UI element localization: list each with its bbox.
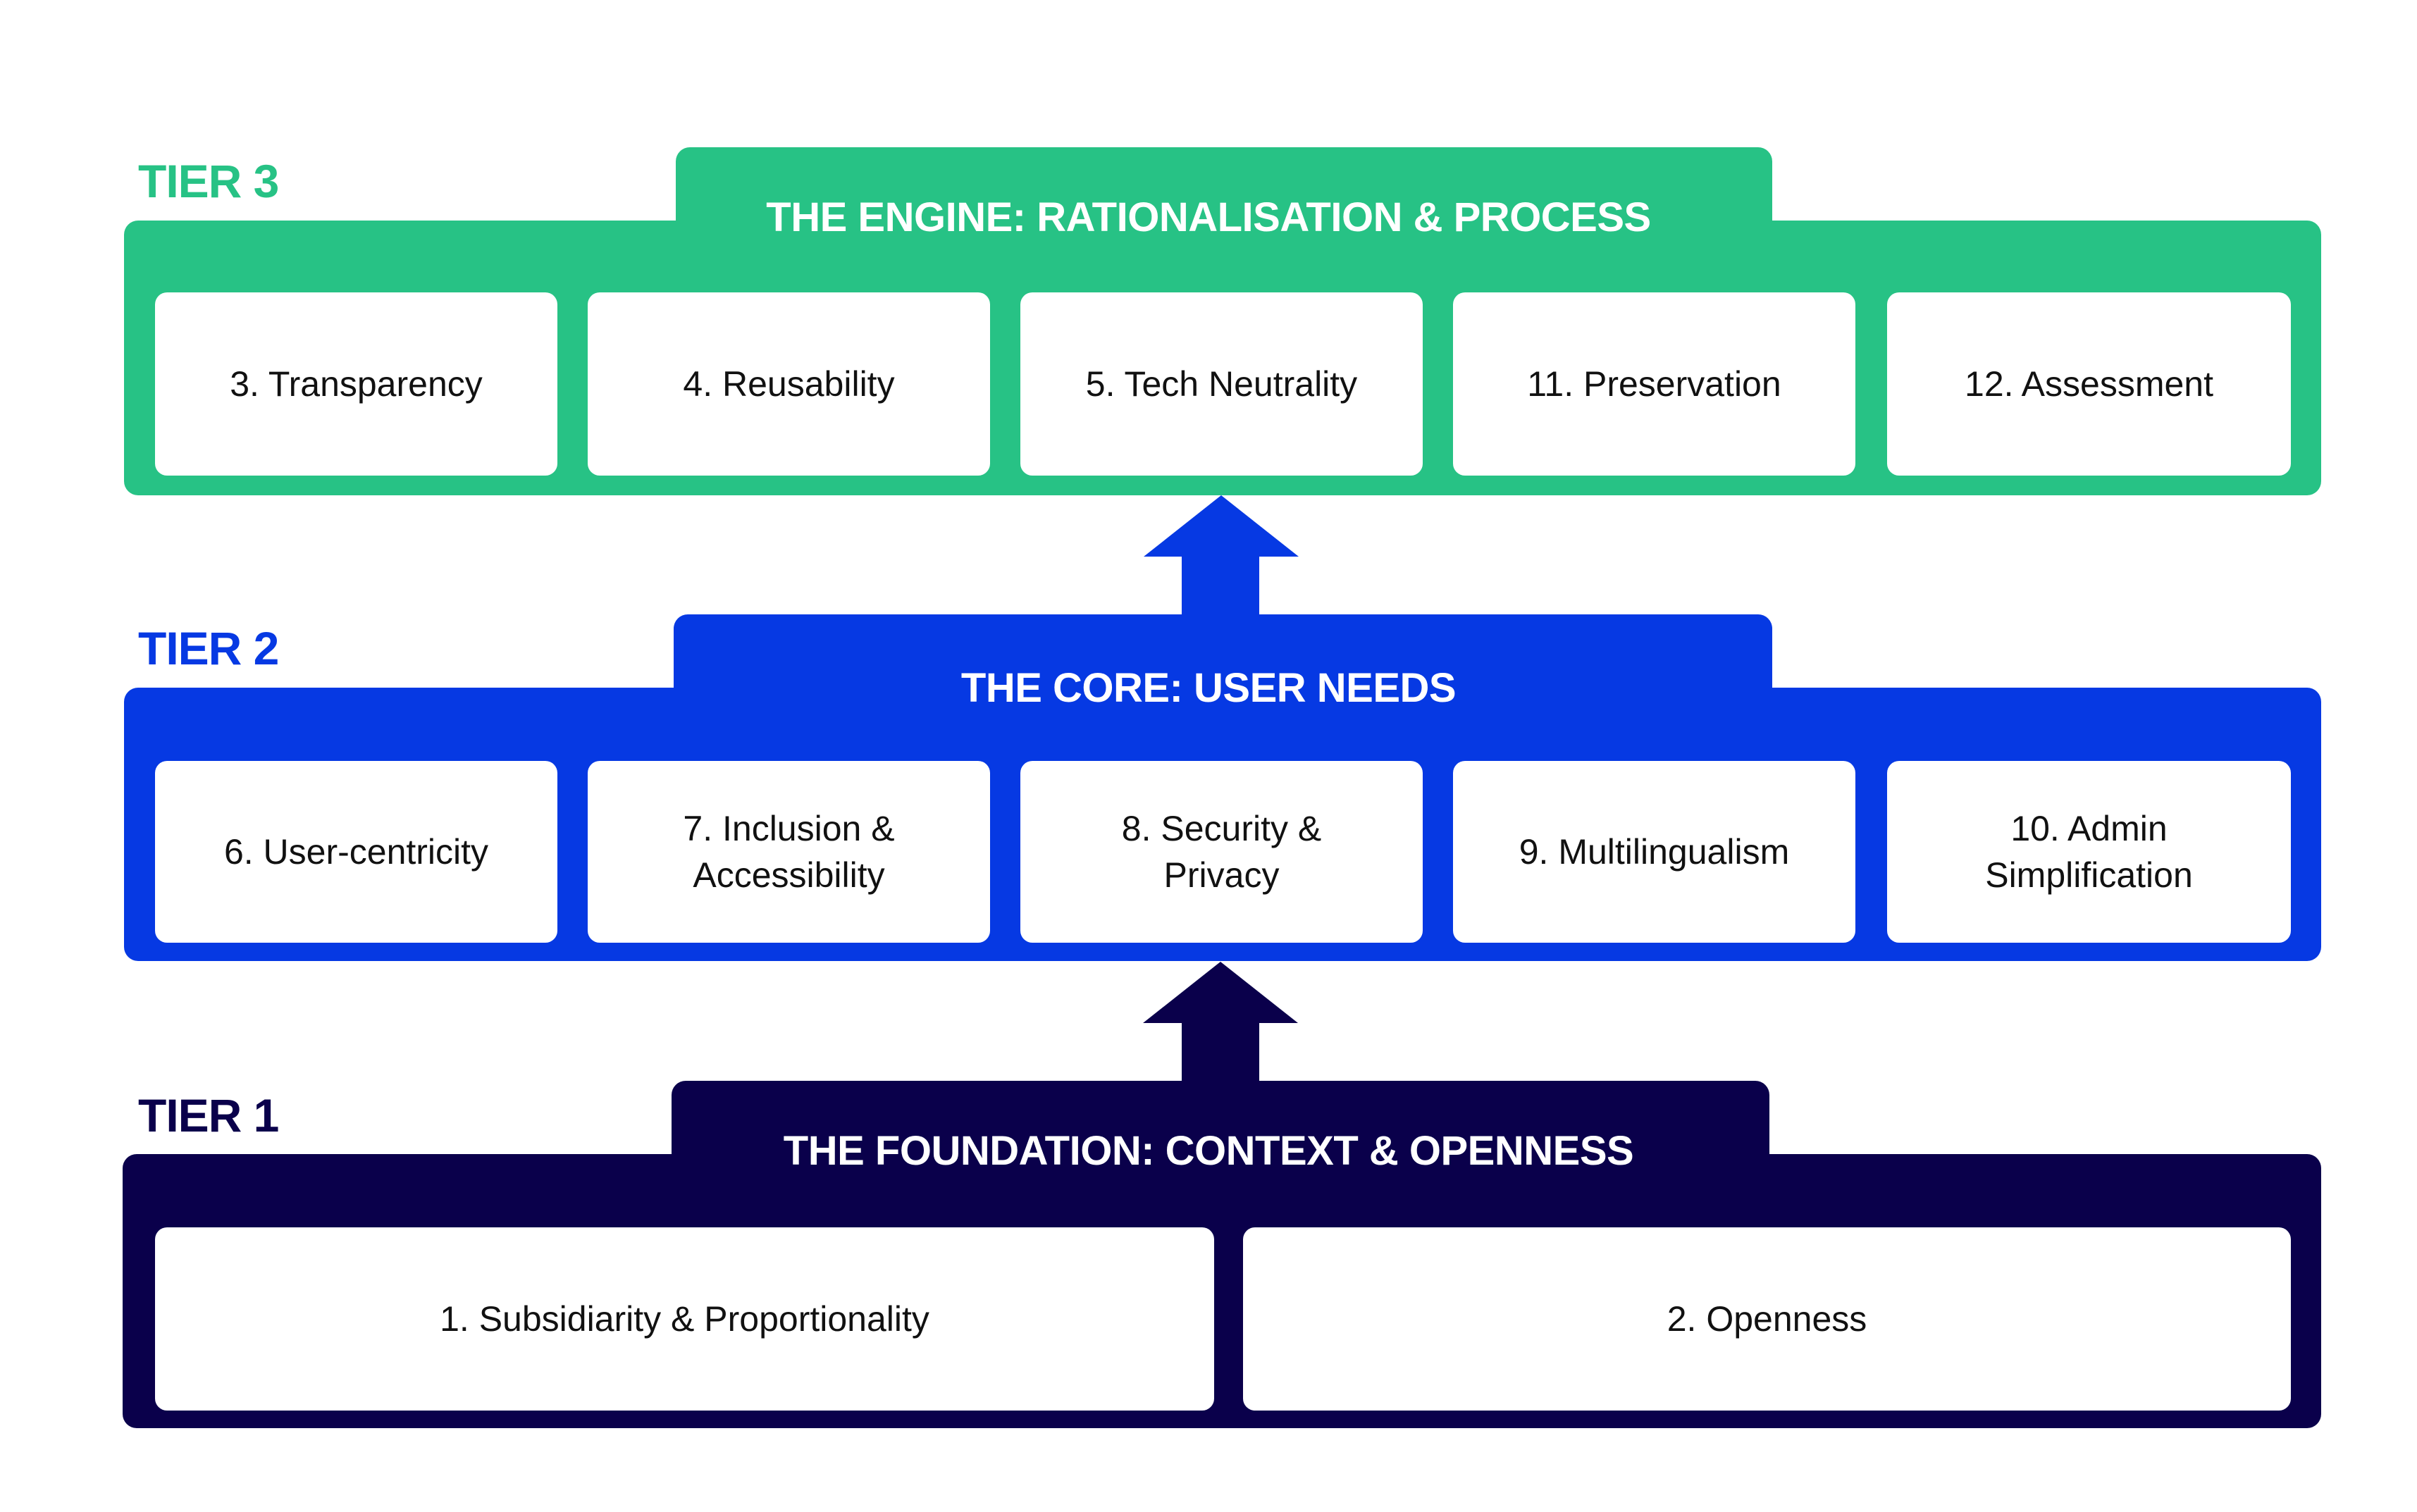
- card-label: 4. Reusability: [683, 364, 895, 404]
- principle-card-tech-neutrality: 5. Tech Neutrality: [1020, 292, 1423, 476]
- tier2-title: THE CORE: USER NEEDS: [960, 665, 1457, 711]
- principle-card-assessment: 12. Assessment: [1887, 292, 2291, 476]
- card-label: 5. Tech Neutrality: [1085, 364, 1358, 404]
- card-label-line2: Privacy: [1163, 855, 1280, 895]
- arrow-tier2-to-tier3: [1144, 495, 1299, 620]
- card-label-line1: 8. Security &: [1121, 809, 1322, 848]
- principle-card-user-centricity: 6. User-centricity: [155, 761, 557, 943]
- card-label: 12. Assessment: [1965, 364, 2213, 404]
- principle-card-subsidiarity-proportionality: 1. Subsidiarity & Proportionality: [155, 1227, 1214, 1411]
- principle-card-reusability: 4. Reusability: [588, 292, 990, 476]
- arrow-tier1-to-tier2: [1143, 962, 1298, 1086]
- principle-card-multilingualism: 9. Multilingualism: [1453, 761, 1855, 943]
- principle-card-admin-simplification: 10. Admin Simplification: [1887, 761, 2291, 943]
- tier3-title: THE ENGINE: RATIONALISATION & PROCESS: [766, 194, 1651, 240]
- card-label: 11. Preservation: [1527, 364, 1781, 404]
- card-label-line2: Simplification: [1985, 855, 2193, 895]
- card-label: 6. User-centricity: [223, 832, 489, 872]
- card-label-line2: Accessibility: [693, 855, 885, 895]
- principle-card-inclusion-accessibility: 7. Inclusion & Accessibility: [588, 761, 990, 943]
- tier1-title-tab: [672, 1081, 1769, 1165]
- card-label-line1: 10. Admin: [2010, 809, 2168, 848]
- principle-card-security-privacy: 8. Security & Privacy: [1020, 761, 1423, 943]
- principle-card-openness: 2. Openness: [1243, 1227, 2291, 1411]
- card-label: 3. Transparency: [230, 364, 483, 404]
- principle-card-preservation: 11. Preservation: [1453, 292, 1855, 476]
- card-label: 1. Subsidiarity & Proportionality: [440, 1299, 929, 1339]
- card-label: 9. Multilingualism: [1519, 832, 1790, 872]
- tier2-title-tab: [674, 614, 1772, 699]
- tier1-label: TIER 1: [138, 1089, 279, 1141]
- principle-card-transparency: 3. Transparency: [155, 292, 557, 476]
- card-label-line1: 7. Inclusion &: [683, 809, 895, 848]
- tier2-label: TIER 2: [138, 622, 279, 674]
- tier1-title: THE FOUNDATION: CONTEXT & OPENNESS: [783, 1128, 1634, 1174]
- tier3-title-tab: [676, 147, 1772, 232]
- tier3-label: TIER 3: [138, 155, 279, 207]
- card-label: 2. Openness: [1667, 1299, 1867, 1339]
